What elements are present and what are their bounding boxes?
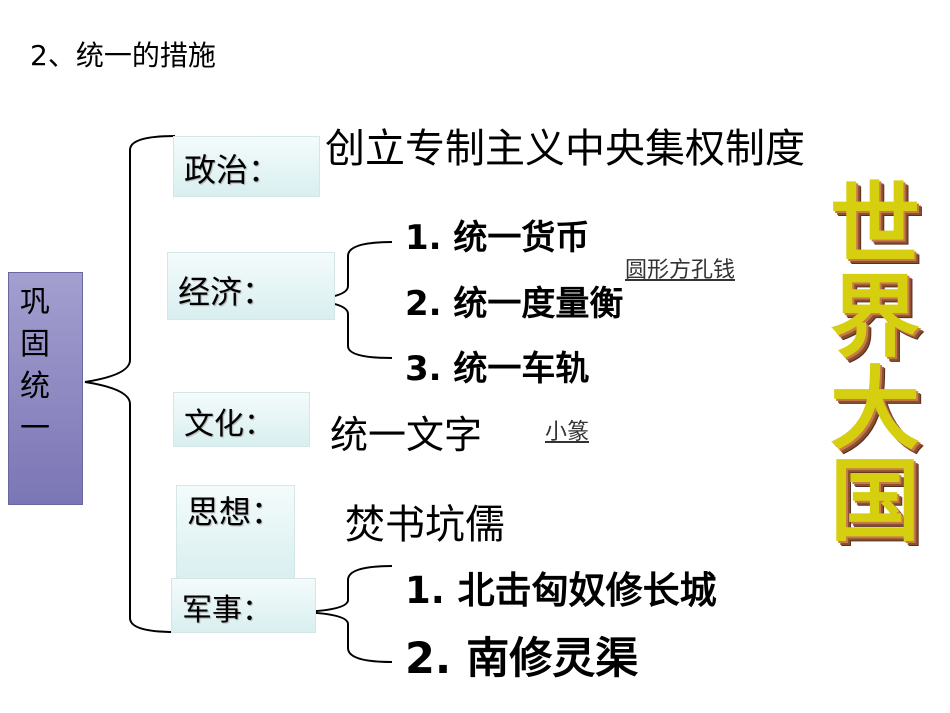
culture-text: 统一文字 — [330, 413, 483, 457]
category-economy: 经济： — [167, 252, 335, 320]
root-box — [8, 272, 83, 505]
world-power-banner: 世界大国 — [830, 173, 920, 554]
culture-note-link[interactable]: 小篆 — [545, 420, 590, 445]
category-military: 军事： — [171, 578, 316, 633]
politics-text: 创立专制主义中央集权制度 — [325, 126, 805, 172]
economy-item-3: 3. 统一车轨 — [405, 349, 590, 389]
economy-item-2: 2. 统一度量衡 — [405, 284, 624, 324]
page-title: 2、统一的措施 — [30, 39, 216, 72]
category-culture: 文化： — [173, 392, 310, 447]
category-thought: 思想： — [176, 485, 295, 580]
root-label: 巩固统一 — [20, 285, 50, 446]
main-brace — [84, 135, 176, 633]
thought-text: 焚书坑儒 — [345, 502, 505, 548]
economy-note-link[interactable]: 圆形方孔钱 — [625, 258, 736, 283]
economy-item-1: 1. 统一货币 — [405, 218, 590, 258]
category-politics: 政治： — [173, 136, 320, 197]
military-item-2: 2. 南修灵渠 — [405, 634, 639, 684]
military-item-1: 1. 北击匈奴修长城 — [405, 569, 717, 612]
